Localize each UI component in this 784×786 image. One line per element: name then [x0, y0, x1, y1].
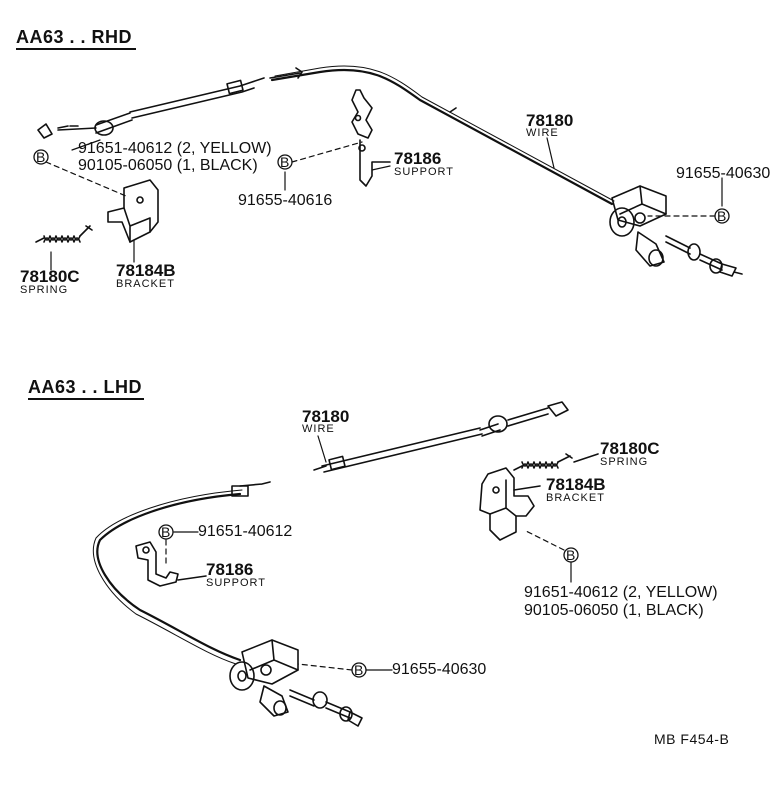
rhd-support-bolt-number: 91655-40616 [238, 192, 333, 209]
lhd-bolt-symbols [158, 524, 579, 678]
rhd-bolt-symbols [33, 149, 730, 224]
rhd-support-number: 78186 [394, 149, 442, 168]
rhd-wire-number: 78180 [526, 111, 574, 130]
lhd-clip-b-number: 90105-06050 (1, BLACK) [524, 602, 704, 619]
lhd-wire-desc: WIRE [302, 423, 335, 435]
rhd-pedal-bolt-number: 91655-40630 [676, 165, 771, 182]
rhd-support [351, 89, 391, 187]
rhd-pedal-bracket [609, 185, 743, 277]
lhd-clip-a-number: 91651-40612 (2, YELLOW) [524, 584, 718, 601]
lhd-spring-number: 78180C [600, 439, 660, 458]
lhd-wire-cable [92, 401, 569, 665]
lhd-pedal-bolt-number: 91655-40630 [392, 661, 487, 678]
lhd-bolt-symbol-support: B [161, 524, 171, 540]
rhd-spring-number: 78180C [20, 267, 80, 286]
rhd-support-desc: SUPPORT [394, 166, 454, 178]
rhd-section-title: AA63 . . RHD [16, 27, 133, 47]
rhd-title-underline [16, 48, 136, 50]
lhd-bracket-desc: BRACKET [546, 492, 605, 504]
lhd-support [135, 541, 207, 587]
lhd-pedal-bracket [229, 639, 363, 727]
rhd-clip-a-number: 91651-40612 (2, YELLOW) [78, 140, 272, 157]
lhd-support-bolt-number: 91651-40612 [198, 523, 293, 540]
rhd-bracket-desc: BRACKET [116, 278, 175, 290]
lhd-bracket-number: 78184B [546, 475, 606, 494]
rhd-leader-lines [45, 137, 723, 271]
lhd-spring [513, 453, 599, 471]
lhd-leader-lines [165, 435, 572, 671]
rhd-spring-desc: SPRING [20, 284, 69, 296]
rhd-clip-b-number: 90105-06050 (1, BLACK) [78, 157, 258, 174]
rhd-bolt-symbol-support: B [280, 154, 290, 170]
lhd-wire-number: 78180 [302, 407, 350, 426]
lhd-support-number: 78186 [206, 560, 254, 579]
lhd-section-title: AA63 . . LHD [28, 377, 143, 397]
lhd-bracket [479, 467, 541, 541]
lhd-bolt-symbol-clip: B [566, 547, 576, 563]
lhd-spring-desc: SPRING [600, 456, 649, 468]
rhd-bolt-symbol-pedal: B [717, 208, 727, 224]
rhd-wire-cable [37, 65, 615, 206]
rhd-spring [35, 225, 93, 243]
rhd-bracket [107, 179, 159, 243]
lhd-support-desc: SUPPORT [206, 577, 266, 589]
rhd-bolt-symbol-clip: B [36, 149, 46, 165]
figure-code: MB F454-B [654, 731, 730, 747]
rhd-bracket-number: 78184B [116, 261, 176, 280]
lhd-title-underline [28, 398, 144, 400]
lhd-bolt-symbol-pedal: B [354, 662, 364, 678]
rhd-wire-desc: WIRE [526, 127, 559, 139]
